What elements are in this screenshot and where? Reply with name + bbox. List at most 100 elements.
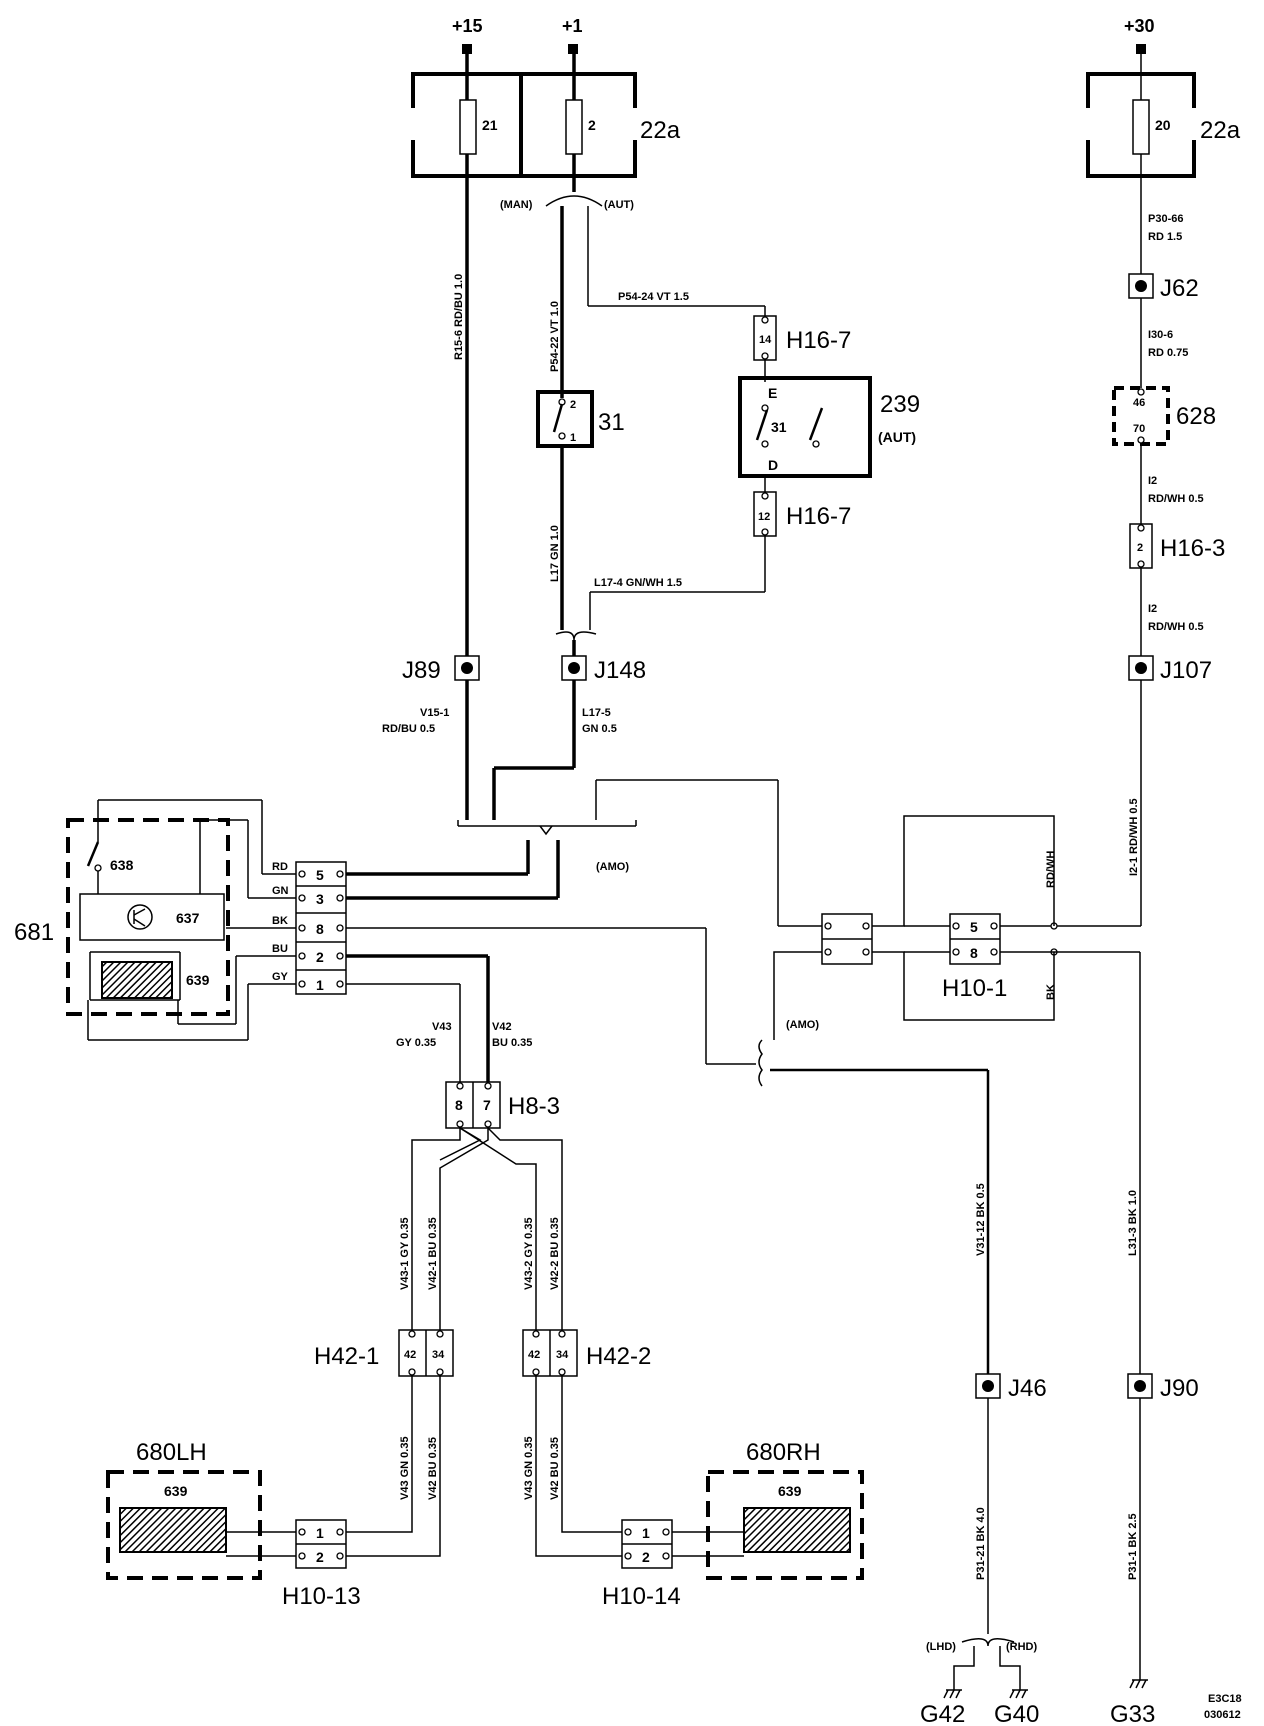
svg-text:RD/BU 0.5: RD/BU 0.5	[382, 723, 435, 735]
component-639-label: 639	[186, 972, 210, 988]
svg-text:2: 2	[570, 399, 576, 411]
junction-j90-label: J90	[1160, 1375, 1199, 1402]
ground-g42: G42	[920, 1689, 965, 1726]
heater-680rh: 680RH 639	[672, 1439, 864, 1580]
component-239-aut: (AUT)	[878, 429, 916, 445]
svg-text:2: 2	[642, 1549, 650, 1565]
junction-j89-label: J89	[402, 657, 441, 684]
junction-j107: J107	[1128, 655, 1212, 684]
fusebox-left-label: 22a	[640, 117, 681, 144]
svg-text:D: D	[768, 457, 778, 473]
switch-31: 2 1 31	[536, 390, 625, 448]
wire-p54-24-label: P54-24 VT 1.5	[618, 291, 689, 303]
heater-680rh-label: 680RH	[746, 1439, 821, 1466]
svg-text:34: 34	[556, 1349, 569, 1361]
terminal-plus15: +15	[452, 16, 483, 54]
wire-p54-22-label: P54-22 VT 1.0	[549, 301, 561, 372]
junction-j90: J90	[1127, 1373, 1199, 1402]
svg-text:E3C18: E3C18	[1208, 1693, 1242, 1705]
junction-j89: J89	[402, 655, 480, 684]
terminal-plus1-label: +1	[562, 16, 583, 36]
connector-681-row	[296, 885, 346, 971]
junction-j46: J46	[975, 1373, 1047, 1402]
amo-note-2: (AMO)	[786, 1019, 819, 1031]
svg-text:GY: GY	[272, 971, 289, 983]
module-681-label: 681	[14, 919, 54, 946]
connector-h10-13: 1 2 H10-13	[282, 1519, 361, 1610]
wire-l17-label: L17 GN 1.0	[549, 525, 561, 582]
svg-text:BK: BK	[272, 915, 288, 927]
svg-text:I2: I2	[1148, 475, 1157, 487]
svg-text:RD 0.75: RD 0.75	[1148, 347, 1188, 359]
ground-g33: G33	[1110, 1679, 1155, 1726]
junction-j46-label: J46	[1008, 1375, 1047, 1402]
svg-text:I2-1 RD/WH 0.5: I2-1 RD/WH 0.5	[1128, 798, 1140, 876]
svg-text:42: 42	[528, 1349, 540, 1361]
svg-text:L31-3 BK 1.0: L31-3 BK 1.0	[1127, 1190, 1139, 1256]
connector-h10-13-label: H10-13	[282, 1583, 361, 1610]
svg-text:I30-6: I30-6	[1148, 329, 1173, 341]
connector-h10-14-label: H10-14	[602, 1583, 681, 1610]
switch-239: E D 31 239 (AUT)	[738, 376, 920, 478]
svg-text:BU: BU	[272, 943, 288, 955]
connector-h16-3: 2 H16-3	[1129, 523, 1225, 569]
svg-text:8: 8	[455, 1097, 463, 1113]
fuse-21-label: 21	[482, 117, 498, 133]
svg-text:GY 0.35: GY 0.35	[396, 1037, 436, 1049]
connector-h42-1-label: H42-1	[314, 1343, 379, 1370]
svg-text:1: 1	[316, 1525, 324, 1541]
svg-text:8: 8	[970, 945, 978, 961]
svg-text:P31-21 BK 4.0: P31-21 BK 4.0	[975, 1507, 987, 1580]
svg-text:7: 7	[483, 1097, 491, 1113]
svg-text:12: 12	[758, 511, 770, 523]
terminal-plus15-label: +15	[452, 16, 483, 36]
fusebox-right: 20 22a	[1085, 72, 1241, 178]
terminal-plus30: +30	[1124, 16, 1155, 54]
svg-text:V15-1: V15-1	[420, 707, 449, 719]
junction-j62: J62	[1128, 273, 1199, 302]
svg-text:31: 31	[771, 419, 787, 435]
heater-680rh-639: 639	[778, 1483, 802, 1499]
svg-text:GN 0.5: GN 0.5	[582, 723, 617, 735]
ground-g40-label: G40	[994, 1701, 1039, 1726]
wire-l17-4-label: L17-4 GN/WH 1.5	[594, 577, 682, 589]
svg-text:L17-5: L17-5	[582, 707, 611, 719]
svg-text:P31-1 BK 2.5: P31-1 BK 2.5	[1127, 1513, 1139, 1580]
svg-text:46: 46	[1133, 397, 1145, 409]
man-note: (MAN)	[500, 199, 533, 211]
svg-text:E: E	[768, 385, 777, 401]
svg-text:P30-66: P30-66	[1148, 213, 1183, 225]
connector-h16-7-bottom-label: H16-7	[786, 503, 851, 530]
svg-text:1: 1	[316, 977, 324, 993]
svg-text:V43: V43	[432, 1021, 452, 1033]
svg-text:RD 1.5: RD 1.5	[1148, 231, 1182, 243]
fusebox-left: 21 2 22a	[410, 72, 681, 178]
fusebox-right-label: 22a	[1200, 117, 1241, 144]
svg-text:RD/WH 0.5: RD/WH 0.5	[1148, 493, 1204, 505]
svg-text:030612: 030612	[1204, 1709, 1241, 1721]
junction-j62-label: J62	[1160, 275, 1199, 302]
svg-text:5: 5	[316, 867, 324, 883]
connector-h16-7-top-label: H16-7	[786, 327, 851, 354]
connector-h16-3-label: H16-3	[1160, 535, 1225, 562]
ground-g40: G40	[994, 1689, 1039, 1726]
svg-text:RD/WH: RD/WH	[1045, 851, 1057, 888]
svg-text:34: 34	[432, 1349, 445, 1361]
terminal-plus30-label: +30	[1124, 16, 1155, 36]
svg-text:BK: BK	[1045, 984, 1057, 1000]
svg-text:BU 0.35: BU 0.35	[492, 1037, 532, 1049]
module-681: 681 638 637 639	[14, 799, 296, 1041]
aut-note: (AUT)	[604, 199, 634, 211]
connector-h10-1: 5 8 H10-1	[942, 913, 1007, 1002]
wire-r15-6-label: R15-6 RD/BU 1.0	[453, 274, 465, 360]
svg-text:14: 14	[759, 334, 772, 346]
ground-g42-label: G42	[920, 1701, 965, 1726]
svg-text:V31-12 BK 0.5: V31-12 BK 0.5	[975, 1183, 987, 1256]
heater-680lh-label: 680LH	[136, 1439, 207, 1466]
component-628-label: 628	[1176, 403, 1216, 430]
amo-connector	[821, 913, 873, 965]
fuse-20-label: 20	[1155, 117, 1171, 133]
fuse-2-label: 2	[588, 117, 596, 133]
heater-680lh-639: 639	[164, 1483, 188, 1499]
connector-h10-1-label: H10-1	[942, 975, 1007, 1002]
